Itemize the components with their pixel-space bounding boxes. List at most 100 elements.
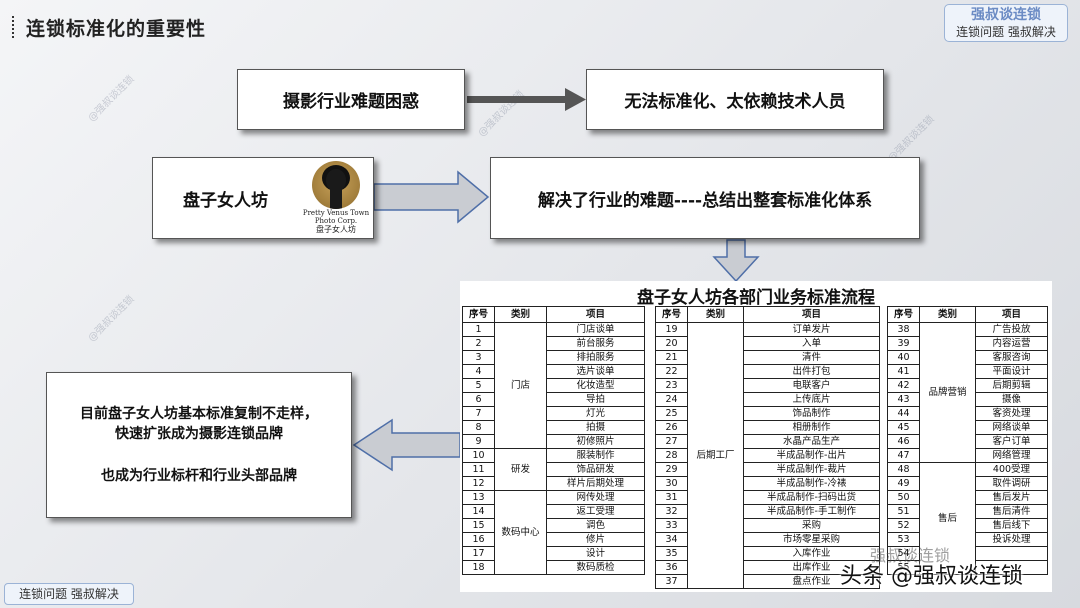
item-cell: 灯光 (546, 406, 645, 421)
row-number: 10 (462, 448, 495, 463)
item-cell: 入单 (743, 336, 880, 351)
row-number: 3 (462, 350, 495, 365)
row-number: 34 (655, 532, 688, 547)
item-cell: 电联客户 (743, 378, 880, 393)
table-row: 30 半成品制作-冷裱 (655, 476, 880, 491)
table-row: 16 修片 (462, 532, 645, 547)
item-cell: 出件打包 (743, 364, 880, 379)
row-number: 50 (887, 490, 920, 505)
row-number: 17 (462, 546, 495, 561)
table-row: 50 售后发片 (887, 490, 1048, 505)
item-cell: 订单发片 (743, 322, 880, 337)
row-number: 16 (462, 532, 495, 547)
category-cell: 门店 (494, 322, 547, 449)
problem-text: 摄影行业难题困惑 (283, 92, 419, 112)
table-row: 20 入单 (655, 336, 880, 351)
category-cell: 研发 (494, 448, 547, 491)
brand-badge: 强叔谈连锁 连锁问题 强叔解决 (944, 4, 1068, 42)
table-header-cell: 项目 (975, 306, 1048, 323)
item-cell: 售后线下 (975, 518, 1048, 533)
row-number: 12 (462, 476, 495, 491)
table-header-cell: 项目 (743, 306, 880, 323)
row-number: 13 (462, 490, 495, 505)
table-header-row: 序号类别项目 (655, 306, 880, 323)
row-number: 40 (887, 350, 920, 365)
source-watermark-faint: 强叔谈连锁 (870, 546, 951, 565)
row-number: 20 (655, 336, 688, 351)
row-number: 26 (655, 420, 688, 435)
row-number: 7 (462, 406, 495, 421)
item-cell: 售后发片 (975, 490, 1048, 505)
item-cell: 水晶产品生产 (743, 434, 880, 449)
item-cell: 修片 (546, 532, 645, 547)
result-line-2: 快速扩张成为摄影连锁品牌 (115, 426, 283, 442)
item-cell: 返工受理 (546, 504, 645, 519)
item-cell: 前台服务 (546, 336, 645, 351)
item-cell: 客资处理 (975, 406, 1048, 421)
item-cell: 设计 (546, 546, 645, 561)
table-header-cell: 序号 (655, 306, 688, 323)
item-cell: 数码质检 (546, 560, 645, 575)
item-cell: 导拍 (546, 392, 645, 407)
row-number: 30 (655, 476, 688, 491)
item-cell: 调色 (546, 518, 645, 533)
item-cell: 网传处理 (546, 490, 645, 505)
item-cell (975, 560, 1048, 575)
page-title: 连锁标准化的重要性 (26, 18, 207, 40)
source-watermark: 头条 @强叔谈连锁 (840, 564, 1023, 589)
row-number: 39 (887, 336, 920, 351)
logo-text-en: Pretty Venus Town (302, 209, 370, 217)
row-number: 11 (462, 462, 495, 477)
row-number: 5 (462, 378, 495, 393)
item-cell: 客服咨询 (975, 350, 1048, 365)
item-cell: 饰品制作 (743, 406, 880, 421)
row-number: 32 (655, 504, 688, 519)
row-number: 46 (887, 434, 920, 449)
footer-tag: 连锁问题 强叔解决 (4, 583, 134, 605)
table-header-cell: 类别 (494, 306, 547, 323)
item-cell: 摄像 (975, 392, 1048, 407)
table-title: 盘子女人坊各部门业务标准流程 (637, 288, 875, 308)
row-number: 21 (655, 350, 688, 365)
category-cell: 数码中心 (494, 490, 547, 575)
item-cell: 客户订单 (975, 434, 1048, 449)
item-cell: 广告投放 (975, 322, 1048, 337)
item-cell: 取件调研 (975, 476, 1048, 491)
category-cell: 后期工厂 (687, 322, 744, 589)
row-number: 14 (462, 504, 495, 519)
table-row: 55 (887, 560, 1048, 575)
arrow-right-icon (467, 88, 586, 111)
table-row: 46 客户订单 (887, 434, 1048, 449)
row-number: 23 (655, 378, 688, 393)
table-row: 14 返工受理 (462, 504, 645, 519)
solution-box: 解决了行业的难题----总结出整套标准化体系 (490, 157, 920, 239)
row-number: 55 (887, 560, 920, 575)
item-cell: 半成品制作-手工制作 (743, 504, 880, 519)
brand-slogan: 连锁问题 强叔解决 (956, 25, 1056, 39)
table-row: 7 灯光 (462, 406, 645, 421)
row-number: 18 (462, 560, 495, 575)
table-row: 27 水晶产品生产 (655, 434, 880, 449)
item-cell: 半成品制作-冷裱 (743, 476, 880, 491)
row-number: 24 (655, 392, 688, 407)
row-number: 2 (462, 336, 495, 351)
row-number: 27 (655, 434, 688, 449)
